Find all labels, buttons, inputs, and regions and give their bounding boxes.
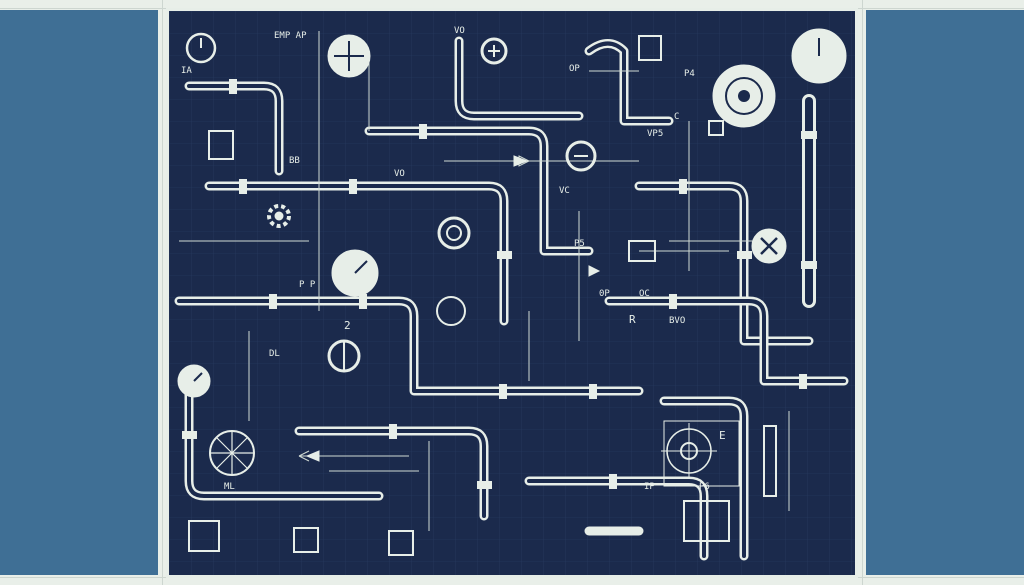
label-ip: IP [644, 482, 655, 492]
left-pipe-1-core [187, 389, 381, 498]
label-ml: ML [224, 482, 235, 492]
main-pipe-4-core [297, 429, 486, 518]
flow-gauge-1 [327, 34, 371, 78]
pipe-fittings [182, 79, 817, 489]
flow-arrow-1 [513, 155, 529, 167]
equipment-panel [663, 420, 740, 487]
flow-arrow-3 [588, 265, 601, 277]
left-side-panel [0, 10, 158, 575]
fitting-2 [349, 179, 357, 194]
label-ia: IA [181, 66, 192, 76]
fitting-16 [182, 431, 197, 439]
piping-diagram-svg: EMP AP VO IA OP P4 C VP5 BB VO VC P5 P P… [169, 11, 855, 575]
label-bvo: BVO [669, 316, 685, 326]
fitting-1 [239, 179, 247, 194]
equipment [188, 35, 777, 556]
label-vo-mid: VO [394, 169, 405, 179]
valve-gauge-4 [751, 228, 787, 264]
valve-gauge-3 [327, 339, 361, 373]
fitting-15 [609, 474, 617, 489]
equipment-box-3 [708, 120, 724, 136]
upper-pipe-2-core [457, 39, 581, 118]
gauges [177, 28, 847, 479]
label-op: OP [569, 64, 580, 74]
label-bb: BB [289, 156, 300, 166]
equipment-box-4 [628, 240, 656, 262]
equipment-column [763, 425, 777, 497]
valve-gauge-1 [480, 37, 508, 65]
fitting-10 [737, 251, 752, 259]
frame-line-right [862, 0, 863, 585]
wheel-gauge [209, 430, 255, 476]
label-vc: VC [559, 186, 570, 196]
flow-arrow-2 [305, 450, 320, 462]
diagram-labels: EMP AP VO IA OP P4 C VP5 BB VO VC P5 P P… [181, 26, 726, 492]
label-e: E [719, 429, 726, 442]
equipment-box-5 [293, 527, 319, 553]
right-pipe-2-core [607, 299, 846, 383]
label-emp-ap: EMP AP [274, 31, 307, 41]
upper-pipe-loop-core [587, 41, 671, 123]
equipment-box-7 [683, 500, 730, 542]
pump-gear [267, 204, 291, 228]
valve-gauge-6 [565, 140, 597, 172]
label-0p: 0P [599, 289, 610, 299]
label-p6: P6 [699, 482, 710, 492]
valve-gauge-5 [177, 364, 211, 398]
label-vo-top: VO [454, 26, 465, 36]
fitting-3 [419, 124, 427, 139]
equipment-box-8 [188, 520, 220, 552]
fitting-7 [499, 384, 507, 399]
label-p5: P5 [574, 239, 585, 249]
signal-lines [179, 31, 790, 531]
main-pipe-2-core [367, 129, 591, 253]
fitting-13 [389, 424, 397, 439]
fitting-14 [477, 481, 492, 489]
label-c: C [674, 112, 679, 122]
label-r: R [629, 313, 636, 326]
fitting-12 [799, 374, 807, 389]
fitting-4 [497, 251, 512, 259]
fitting-9 [679, 179, 687, 194]
main-pipe-1-core [207, 184, 506, 323]
label-p4: P4 [684, 69, 695, 79]
fitting-8 [589, 384, 597, 399]
equipment-box-2 [638, 35, 662, 61]
flow-arrows [305, 155, 601, 462]
pressure-gauge-1 [185, 32, 217, 64]
pressure-gauge-2 [331, 249, 379, 297]
fitting-5 [269, 294, 277, 309]
fitting-11 [669, 294, 677, 309]
target-gauge [661, 423, 717, 479]
bottom-pipe-core [527, 479, 706, 558]
piping-diagram: EMP AP VO IA OP P4 C VP5 BB VO VC P5 P P… [166, 8, 858, 578]
fitting-17 [229, 79, 237, 94]
right-pipe-3-core [662, 399, 746, 558]
frame-line-left [162, 0, 163, 585]
fitting-18 [801, 131, 817, 139]
label-2: 2 [344, 319, 351, 332]
right-side-panel [866, 10, 1024, 575]
label-vp5: VP5 [647, 129, 663, 139]
fitting-6 [359, 294, 367, 309]
left-pipe-2-core [187, 84, 281, 173]
right-pipe-1-core [637, 184, 811, 343]
label-oc: OC [639, 289, 650, 299]
label-p-p: P P [299, 280, 316, 290]
equipment-box-1 [208, 130, 234, 160]
fitting-19 [801, 261, 817, 269]
pressure-gauge-4 [712, 64, 776, 128]
label-dl: DL [269, 349, 280, 359]
valve-gauge-2 [437, 216, 471, 250]
valve-gauge-7 [436, 296, 466, 326]
equipment-box-6 [388, 530, 414, 556]
pressure-gauge-3 [791, 28, 847, 84]
main-pipe-3-core [177, 299, 641, 393]
